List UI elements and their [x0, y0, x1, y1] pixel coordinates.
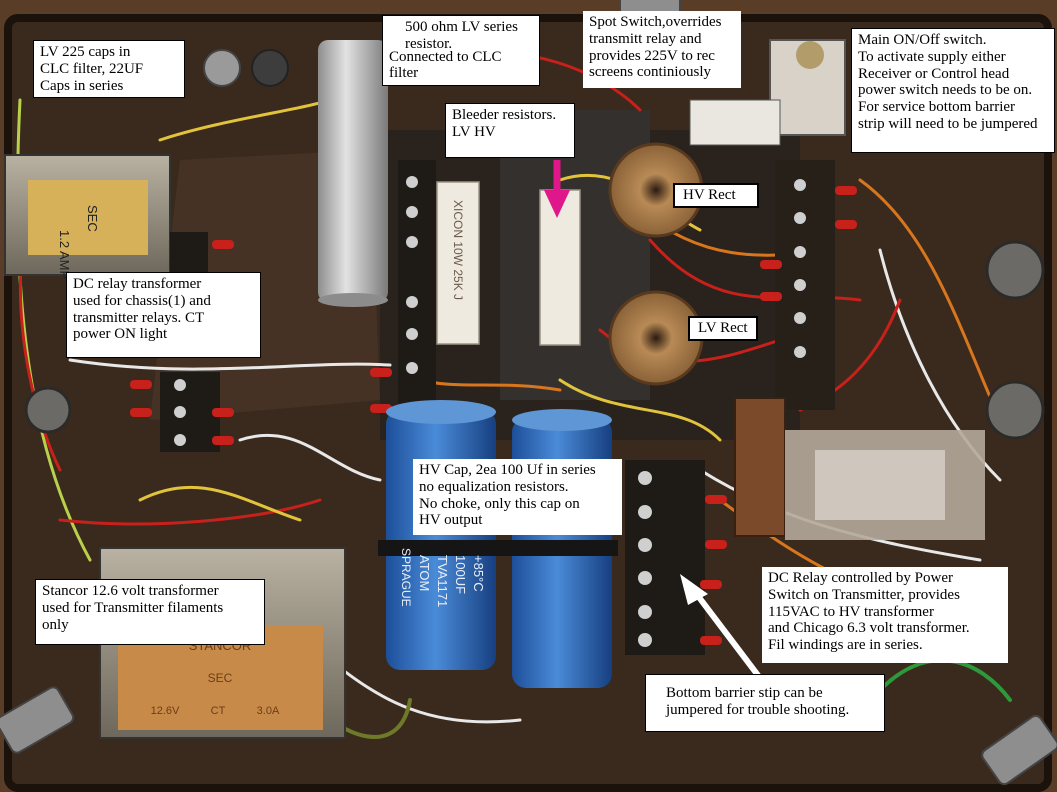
- dc-relay-transformer-part: 1.2 AMP SEC: [4, 154, 171, 279]
- main-switch-body: [689, 39, 846, 146]
- dc-relay-power-note: DC Relay controlled by Power Switch on T…: [762, 567, 1008, 663]
- dc-relay-transformer-note-text: DC relay transformer used for chassis(1)…: [73, 276, 211, 343]
- lv-series-resistor-note-line-a: 500 ohm LV series resistor.: [405, 19, 518, 52]
- small-transformer-sec: SEC: [85, 205, 100, 232]
- hv-cap-marking-3: TVA1171: [435, 555, 450, 607]
- hv-cap-note-text: HV Cap, 2ea 100 Uf in series no equaliza…: [419, 462, 596, 529]
- stancor-sec-text: SEC: [208, 671, 233, 685]
- stancor-rating-3: 3.0A: [257, 705, 280, 717]
- rectifier-sockets: [608, 142, 704, 386]
- lv-rect-tag-text: LV Rect: [698, 320, 748, 336]
- hv-cap-note: HV Cap, 2ea 100 Uf in series no equaliza…: [413, 459, 622, 535]
- main-switch-note: Main ON/Off switch. To activate supply e…: [851, 28, 1055, 153]
- stancor-note: Stancor 12.6 volt transformer used for T…: [35, 579, 265, 645]
- stancor-rating-2: CT: [211, 705, 226, 717]
- hv-rect-tag-text: HV Rect: [683, 187, 736, 203]
- hv-rect-tag: HV Rect: [673, 183, 759, 208]
- lv-filter-caps: [203, 49, 289, 87]
- dc-relay-power-note-text: DC Relay controlled by Power Switch on T…: [768, 570, 970, 654]
- hv-cap-marking-2: ATOM: [417, 555, 432, 591]
- hv-cap-marking-5: +85°C: [471, 555, 486, 592]
- bleeder-note-text: Bleeder resistors. LV HV: [452, 107, 557, 140]
- lv-caps-note: LV 225 caps in CLC filter, 22UF Caps in …: [33, 40, 185, 99]
- lv-caps-note-text: LV 225 caps in CLC filter, 22UF Caps in …: [40, 44, 144, 94]
- lv-series-resistor-note: 500 ohm LV series resistor. Connected to…: [382, 15, 540, 87]
- dc-relay: [734, 397, 985, 540]
- bottom-barrier-note: Bottom barrier stip can be jumpered for …: [645, 674, 885, 732]
- right-connectors: [24, 240, 1045, 440]
- magenta-arrow-icon: [544, 160, 570, 218]
- main-switch-note-text: Main ON/Off switch. To activate supply e…: [858, 32, 1038, 132]
- lv-series-resistor: [318, 40, 388, 307]
- small-transformer-label: 1.2 AMP: [57, 230, 72, 279]
- dc-relay-transformer-note: DC relay transformer used for chassis(1)…: [66, 272, 261, 358]
- stancor-rating-1: 12.6V: [151, 705, 180, 717]
- hv-cap-marking-4: 100UF: [453, 555, 468, 594]
- white-arrow-icon: [680, 574, 763, 680]
- bleeder-resistors: XICON 10W 25K J: [436, 181, 581, 346]
- lv-series-resistor-note-line-b: Connected to CLC filter: [389, 48, 502, 82]
- bleeder-note: Bleeder resistors. LV HV: [445, 103, 575, 158]
- terminal-strips: [130, 160, 857, 655]
- lv-rect-tag: LV Rect: [688, 316, 758, 341]
- hv-cap-marking-1: SPRAGUE: [399, 548, 413, 607]
- bottom-barrier-note-text: Bottom barrier stip can be jumpered for …: [666, 685, 850, 718]
- lv-bleeder-marking: XICON 10W 25K J: [451, 200, 465, 300]
- stancor-note-text: Stancor 12.6 volt transformer used for T…: [42, 583, 224, 633]
- spot-switch-note-text: Spot Switch,overrides transmitt relay an…: [589, 14, 722, 81]
- spot-switch-note: Spot Switch,overrides transmitt relay an…: [583, 11, 741, 88]
